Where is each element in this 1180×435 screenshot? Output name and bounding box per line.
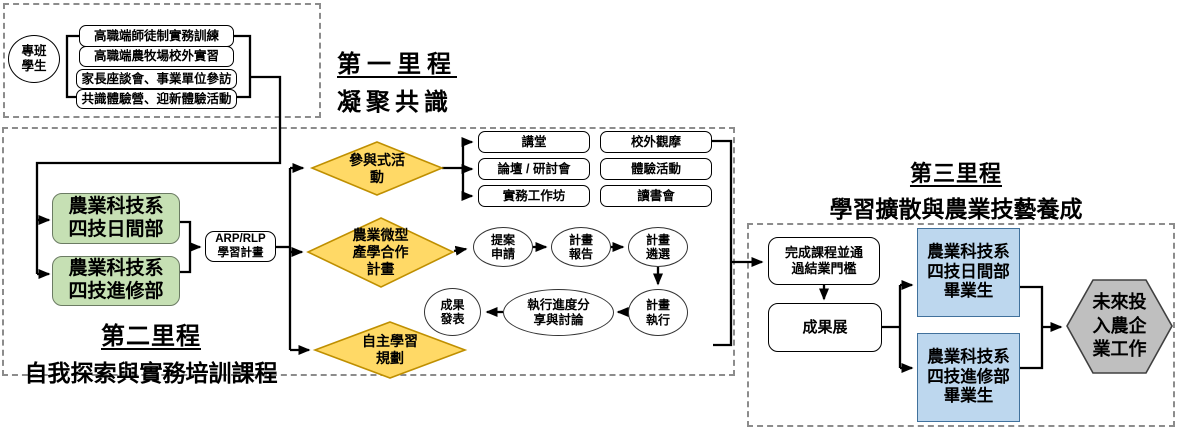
milestone3-title: 第三里程	[909, 161, 1002, 186]
milestone2-subtitle: 自我探索與實務培訓課程	[24, 360, 278, 386]
milestone1-title-block: 第一里程 凝聚共識	[337, 44, 507, 117]
m1-activity-apprenticeship: 高職端師徒制實務訓練	[79, 25, 234, 47]
step-proposal: 提案 申請	[473, 227, 533, 267]
arp-rlp-plan-box: ARP/RLP 學習計畫	[205, 231, 276, 262]
activity-workshop: 實務工作坊	[478, 185, 590, 207]
milestone3-container	[747, 223, 1175, 427]
dept-evening-division: 農業科技系 四技進修部	[52, 256, 180, 306]
diamond3-label: 自主學習 規劃	[362, 333, 418, 366]
graduates-evening-division: 農業科技系 四技進修部 畢業生	[917, 333, 1020, 422]
activity-experience: 體驗活動	[600, 158, 712, 180]
m1-activity-consensus-camp: 共識體驗營、迎新體驗活動	[76, 89, 237, 109]
step-final-presentation: 成果 發表	[424, 288, 481, 336]
milestone1-title: 第一里程	[337, 51, 457, 78]
step-report: 計畫 報告	[551, 227, 611, 267]
activity-forum: 論壇 / 研討會	[478, 158, 590, 180]
completion-threshold-box: 完成課程並通 過結業門檻	[768, 237, 880, 285]
milestone3-subtitle: 學習擴散與農業技藝養成	[829, 196, 1083, 222]
activity-field-visit: 校外觀摩	[600, 131, 712, 153]
step-execution: 計畫 執行	[628, 289, 688, 336]
diamond1-label: 參與式活 動	[349, 151, 405, 185]
activity-lecture: 講堂	[478, 131, 590, 153]
milestone1-subtitle: 凝聚共識	[337, 89, 453, 116]
future-career-label: 未來投 入農企 業工作	[1092, 292, 1147, 360]
milestone2-title: 第二里程	[101, 323, 201, 350]
expo-box: 成果展	[768, 303, 882, 352]
step-progress-sharing: 執行進度分 享與討論	[503, 289, 614, 336]
step-selection: 計畫 遴選	[628, 227, 688, 267]
milestone3-title-block: 第三里程 學習擴散與農業技藝養成	[825, 156, 1087, 224]
student-circle: 專班 學生	[8, 35, 60, 83]
activity-book-club: 讀書會	[600, 185, 712, 207]
graduates-day-division: 農業科技系 四技日間部 畢業生	[917, 228, 1020, 317]
milestone2-title-block: 第二里程 自我探索與實務培訓課程	[12, 316, 290, 388]
m1-activity-parent-meeting: 家長座談會、事業單位參訪	[76, 69, 237, 89]
dept-day-division: 農業科技系 四技日間部	[52, 193, 180, 244]
m1-activity-farm-internship: 高職端農牧場校外實習	[79, 46, 234, 67]
diamond2-label: 農業微型 產學合作 計畫	[352, 227, 409, 277]
